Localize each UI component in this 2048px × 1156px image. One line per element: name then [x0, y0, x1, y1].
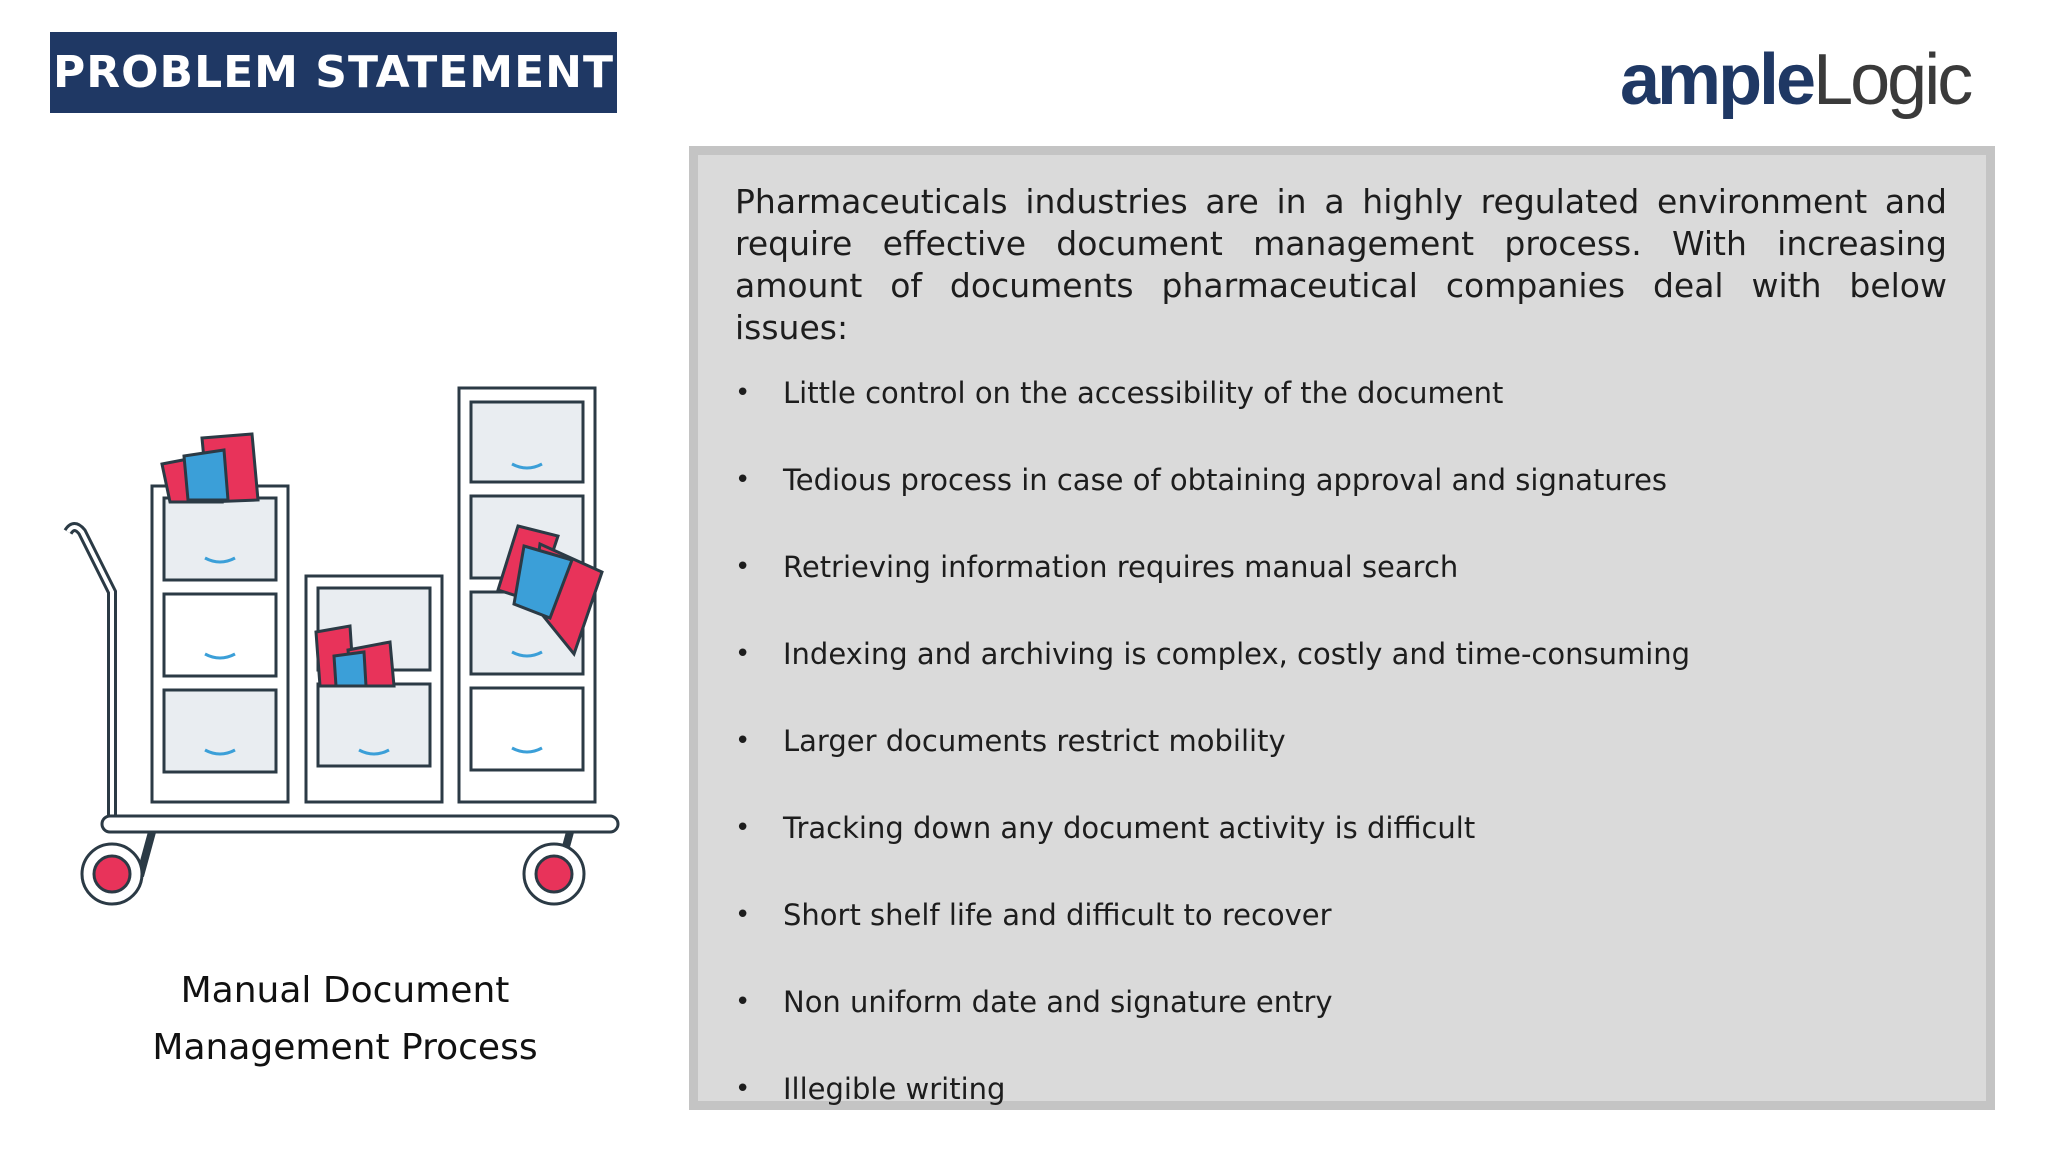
- issue-text: Tracking down any document activity is d…: [783, 811, 1476, 845]
- logo-prefix: ample: [1620, 40, 1814, 120]
- issue-text: Tedious process in case of obtaining app…: [783, 463, 1668, 497]
- bullet-icon: •: [735, 900, 751, 930]
- issue-text: Little control on the accessibility of t…: [783, 376, 1504, 410]
- issue-text: Retrieving information requires manual s…: [783, 550, 1459, 584]
- intro-paragraph: Pharmaceuticals industries are in a high…: [735, 182, 1947, 347]
- bullet-icon: •: [735, 726, 751, 756]
- list-item: • Larger documents restrict mobility: [735, 721, 1935, 808]
- bullet-icon: •: [735, 813, 751, 843]
- issue-text: Larger documents restrict mobility: [783, 724, 1286, 758]
- list-item: • Tedious process in case of obtaining ap…: [735, 460, 1935, 547]
- bullet-icon: •: [735, 987, 751, 1017]
- caption-line-1: Manual Document: [180, 970, 510, 1011]
- list-item: • Indexing and archiving is complex, cost…: [735, 634, 1935, 721]
- list-item: • Little control on the accessibility of …: [735, 373, 1935, 460]
- problem-panel: Pharmaceuticals industries are in a high…: [689, 146, 1995, 1110]
- svg-text:ampleLogic: ampleLogic: [1620, 40, 1972, 120]
- list-item: • Illegible writing: [735, 1069, 1935, 1156]
- caption-line-2: Management Process: [152, 1027, 538, 1068]
- list-item: • Short shelf life and difficult to recov…: [735, 895, 1935, 982]
- bullet-icon: •: [735, 1074, 751, 1104]
- list-item: • Non uniform date and signature entry: [735, 982, 1935, 1069]
- bullet-icon: •: [735, 639, 751, 669]
- illustration-caption: Manual Document Management Process: [100, 962, 590, 1076]
- issues-list: • Little control on the accessibility of …: [735, 373, 1935, 1156]
- issue-text: Indexing and archiving is complex, costl…: [783, 637, 1691, 671]
- amplelogic-logo: ampleLogic: [1620, 40, 1975, 120]
- issue-text: Non uniform date and signature entry: [783, 985, 1333, 1019]
- filing-cabinet-cart-icon: [63, 386, 620, 906]
- bullet-icon: •: [735, 465, 751, 495]
- list-item: • Tracking down any document activity is …: [735, 808, 1935, 895]
- issue-text: Short shelf life and difficult to recove…: [783, 898, 1332, 932]
- issue-text: Illegible writing: [783, 1072, 1006, 1106]
- page-title: PROBLEM STATEMENT: [50, 32, 617, 113]
- bullet-icon: •: [735, 552, 751, 582]
- logo-suffix: Logic: [1813, 40, 1972, 120]
- list-item: • Retrieving information requires manual …: [735, 547, 1935, 634]
- bullet-icon: •: [735, 378, 751, 408]
